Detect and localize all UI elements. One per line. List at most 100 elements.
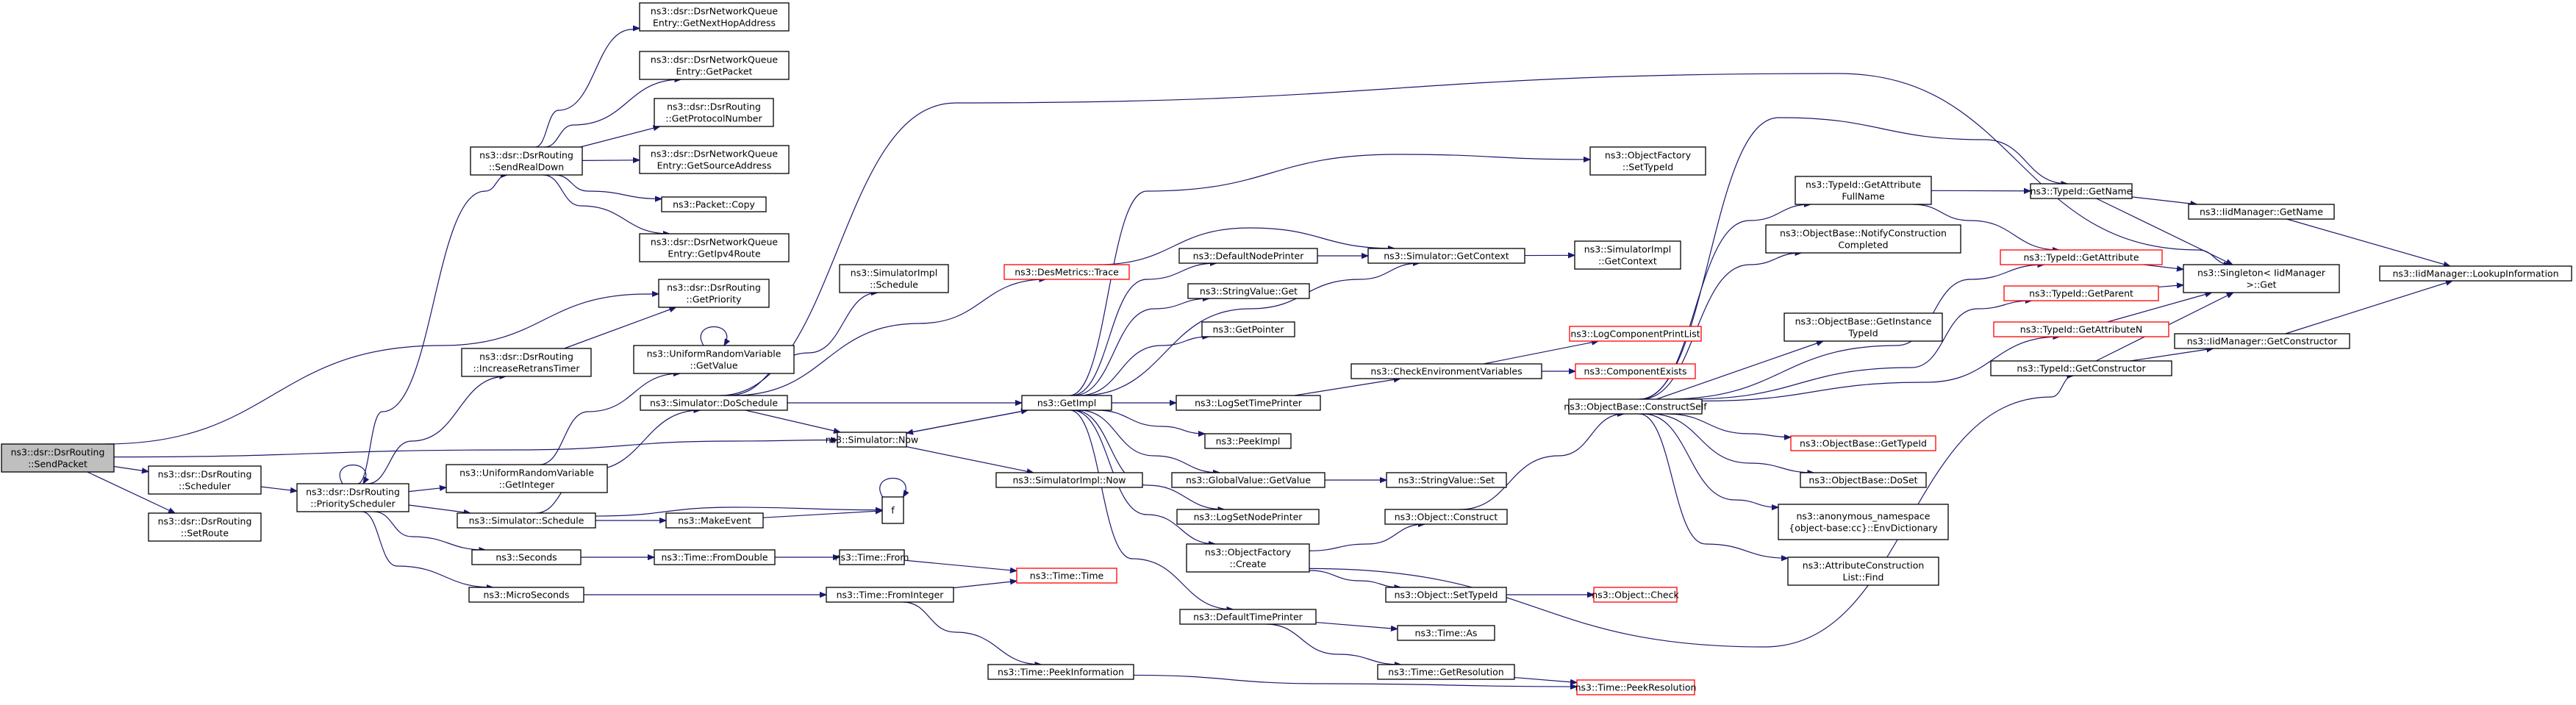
node-label: ns3::TypeId::GetParent: [2029, 288, 2133, 299]
node-simschedule[interactable]: ns3::Simulator::Schedule: [457, 512, 596, 529]
node-univalue[interactable]: ns3::UniformRandomVariable::GetValue: [633, 345, 795, 374]
node-objsettype[interactable]: ns3::Object::SetTypeId: [1385, 587, 1507, 603]
node-peekinfo[interactable]: ns3::Time::PeekInformation: [987, 664, 1134, 680]
node-seconds[interactable]: ns3::Seconds: [471, 549, 582, 565]
node-singleton[interactable]: ns3::Singleton< IidManager>::Get: [2183, 264, 2340, 293]
node-obgettype[interactable]: ns3::ObjectBase::GetTypeId: [1790, 435, 1936, 451]
edge-priosched-to-increase: [367, 376, 507, 484]
node-implsched[interactable]: ns3::SimulatorImpl::Schedule: [839, 264, 949, 293]
node-notify[interactable]: ns3::ObjectBase::NotifyConstructionCompl…: [1765, 224, 1961, 254]
edge-getparent-to-singleton: [2158, 285, 2183, 287]
node-label: ns3::Singleton< IidManager: [2197, 268, 2326, 279]
node-micro[interactable]: ns3::MicroSeconds: [468, 587, 584, 603]
node-box: [296, 483, 409, 512]
node-box: [654, 549, 776, 565]
node-compexists[interactable]: ns3::ComponentExists: [1575, 363, 1696, 379]
node-box: [1576, 679, 1695, 695]
node-timetime[interactable]: ns3::Time::Time: [1016, 568, 1117, 584]
node-iidname[interactable]: ns3::IidManager::GetName: [2188, 204, 2335, 220]
node-getparent[interactable]: ns3::TypeId::GetParent: [2003, 285, 2159, 301]
node-fromint[interactable]: ns3::Time::FromInteger: [826, 587, 954, 603]
edge-sendrealdown-to-protonum: [580, 126, 659, 148]
node-scheduler[interactable]: ns3::dsr::DsrRouting::Scheduler: [148, 465, 262, 495]
node-label: ns3::StringValue::Get: [1200, 286, 1298, 297]
node-box: [2174, 333, 2350, 349]
node-objconstruct[interactable]: ns3::Object::Construct: [1384, 509, 1508, 525]
node-box: [2030, 183, 2133, 199]
node-uniint[interactable]: ns3::UniformRandomVariable::GetInteger: [446, 464, 608, 493]
node-getprio[interactable]: ns3::dsr::DsrRouting::GetPriority: [658, 279, 770, 308]
node-label: ns3::UniformRandomVariable: [459, 468, 594, 479]
node-getattrn[interactable]: ns3::TypeId::GetAttributeN: [1993, 321, 2169, 337]
node-ipv4route[interactable]: ns3::dsr::DsrNetworkQueueEntry::GetIpv4R…: [639, 233, 790, 262]
node-priosched[interactable]: ns3::dsr::DsrRouting::PriorityScheduler: [296, 483, 409, 512]
node-logsettime[interactable]: ns3::LogSetTimePrinter: [1176, 395, 1321, 411]
edge-increase-to-getprio: [564, 307, 676, 349]
node-ofcreate[interactable]: ns3::ObjectFactory::Create: [1186, 543, 1310, 573]
node-simnow[interactable]: ns3::Simulator::Now: [826, 432, 919, 448]
node-box: [468, 587, 584, 603]
node-strget[interactable]: ns3::StringValue::Get: [1187, 283, 1310, 299]
node-timeas[interactable]: ns3::Time::As: [1397, 625, 1495, 641]
node-makeevent[interactable]: ns3::MakeEvent: [665, 512, 764, 529]
node-checkenv[interactable]: ns3::CheckEnvironmentVariables: [1350, 363, 1542, 379]
node-box: [1187, 283, 1310, 299]
node-label: >::Get: [2246, 279, 2276, 290]
edge-constructself-to-obgettype: [1666, 413, 1791, 437]
node-implnow[interactable]: ns3::SimulatorImpl::Now: [995, 472, 1143, 488]
edge-iidctor-to-lookup: [2285, 281, 2452, 334]
node-implctx[interactable]: ns3::SimulatorImpl::GetContext: [1574, 240, 1681, 270]
node-ofsettype[interactable]: ns3::ObjectFactory::SetTypeId: [1589, 146, 1706, 176]
node-protonum[interactable]: ns3::dsr::DsrRouting::GetProtocolNumber: [654, 98, 774, 127]
edge-scheduler-to-priosched: [260, 486, 297, 491]
node-getres[interactable]: ns3::Time::GetResolution: [1377, 664, 1515, 680]
node-getattr[interactable]: ns3::TypeId::GetAttribute: [2000, 249, 2163, 265]
node-logcomp[interactable]: ns3::LogComponentPrintList: [1569, 326, 1702, 342]
node-objcheck[interactable]: ns3::Object::Check: [1592, 587, 1679, 603]
node-nexthop[interactable]: ns3::dsr::DsrNetworkQueueEntry::GetNextH…: [639, 2, 790, 32]
node-getpointer[interactable]: ns3::GetPointer: [1201, 321, 1295, 337]
node-lookup[interactable]: ns3::IidManager::LookupInformation: [2379, 265, 2572, 282]
node-increase[interactable]: ns3::dsr::DsrRouting::IncreaseRetransTim…: [461, 348, 592, 377]
edge-priosched-to-micro: [362, 511, 493, 587]
node-f[interactable]: f: [881, 496, 904, 524]
node-doset[interactable]: ns3::ObjectBase::DoSet: [1800, 472, 1927, 488]
node-globalget[interactable]: ns3::GlobalValue::GetValue: [1171, 472, 1325, 488]
node-iidctor[interactable]: ns3::IidManager::GetConstructor: [2174, 333, 2350, 349]
node-box: [1397, 625, 1495, 641]
edge-priosched-to-priosched: [339, 465, 365, 484]
node-constructself[interactable]: ns3::ObjectBase::ConstructSelf: [1564, 398, 1707, 415]
node-deftime[interactable]: ns3::DefaultTimePrinter: [1179, 609, 1317, 625]
node-strset[interactable]: ns3::StringValue::Set: [1386, 472, 1507, 488]
node-defnode[interactable]: ns3::DefaultNodePrinter: [1178, 248, 1318, 264]
node-peekimpl[interactable]: ns3::PeekImpl: [1204, 433, 1292, 449]
node-getpacket[interactable]: ns3::dsr::DsrNetworkQueueEntry::GetPacke…: [639, 51, 790, 80]
node-getname[interactable]: ns3::TypeId::GetName: [2030, 183, 2133, 199]
edge-priosched-to-uniint: [408, 487, 446, 493]
node-box: [1186, 543, 1310, 573]
node-getctor[interactable]: ns3::TypeId::GetConstructor: [1990, 360, 2172, 376]
node-logsetnode[interactable]: ns3::LogSetNodePrinter: [1176, 509, 1320, 525]
edge-sendrealdown-to-ipv4route: [543, 174, 670, 234]
node-setroute[interactable]: ns3::dsr::DsrRouting::SetRoute: [148, 512, 262, 542]
node-peekres[interactable]: ns3::Time::PeekResolution: [1575, 679, 1697, 695]
node-doschedule[interactable]: ns3::Simulator::DoSchedule: [640, 395, 788, 411]
node-anon[interactable]: ns3::anonymous_namespace{object-base:cc}…: [1778, 504, 1949, 540]
node-sendpacket[interactable]: ns3::dsr::DsrRouting::SendPacket: [1, 443, 115, 473]
node-timefrom[interactable]: ns3::Time::From: [835, 549, 909, 565]
node-desmetrics[interactable]: ns3::DesMetrics::Trace: [1003, 264, 1130, 280]
node-getcontext[interactable]: ns3::Simulator::GetContext: [1367, 248, 1525, 264]
node-box: [881, 496, 904, 524]
node-label: ns3::MakeEvent: [678, 515, 751, 526]
node-box: [1568, 398, 1703, 415]
node-getimpl[interactable]: ns3::GetImpl: [1021, 395, 1112, 411]
node-sendrealdown[interactable]: ns3::dsr::DsrRouting::SendRealDown: [470, 146, 583, 176]
node-box: [1575, 363, 1696, 379]
node-srcaddr[interactable]: ns3::dsr::DsrNetworkQueueEntry::GetSourc…: [639, 145, 790, 174]
node-fromdouble[interactable]: ns3::Time::FromDouble: [654, 549, 776, 565]
node-pktcopy[interactable]: ns3::Packet::Copy: [661, 196, 767, 212]
